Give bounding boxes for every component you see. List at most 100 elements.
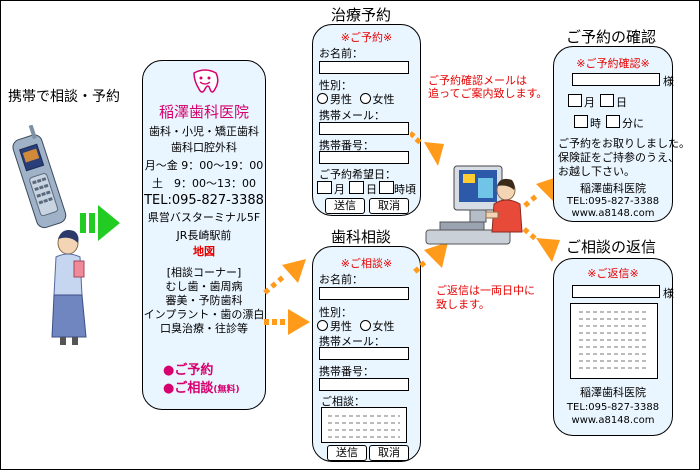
corner-line-3: インプラント・歯の漂白: [143, 308, 265, 321]
consult-cancel-button[interactable]: 取消: [369, 445, 409, 461]
consult-name-label: お名前：: [319, 273, 363, 286]
reserve-name-input[interactable]: [319, 61, 409, 74]
consult-text-label: ご相談：: [321, 395, 365, 408]
confirm-clinic-tel: TEL:095-827-3388: [566, 196, 660, 207]
clinic-hours-saturday: 土 9：00～13：00: [152, 177, 256, 190]
confirm-heading: ご予約の確認: [566, 28, 657, 46]
confirm-day-field: [600, 94, 614, 107]
reserve-note-line-1: ご予約確認メールは: [428, 74, 527, 87]
textarea-placeholder-lines: [328, 415, 400, 438]
clinic-info-card: 稲澤歯科医院 歯科・小児・矯正歯科 歯科口腔外科 月～金 9：00～19：00 …: [142, 60, 266, 410]
reserve-link[interactable]: ●ご予約: [163, 363, 214, 378]
reserve-phone-input[interactable]: [319, 151, 409, 164]
clinic-station: JR長崎駅前: [176, 229, 232, 242]
consult-phone-label: 携帯番号：: [319, 365, 374, 378]
consult-send-button[interactable]: 送信: [327, 445, 367, 461]
corner-line-1: むし歯・歯周病: [165, 280, 243, 293]
reserve-form-card: ※ご予約※ お名前： 性別： 男性 女性 携帯メール： 携帯番号： ご予約希望日…: [312, 24, 421, 216]
reply-card: ※ご返信※ 様 稲澤歯科医院 TEL:095-827-3388 www.a814…: [553, 258, 674, 436]
reserve-female-radio[interactable]: [359, 93, 371, 104]
confirm-name-field: [572, 73, 660, 86]
reserve-month-input[interactable]: [317, 181, 332, 194]
clinic-line-2: 歯科口腔外科: [171, 141, 237, 154]
mobile-phone-icon: [12, 125, 67, 229]
reply-clinic-tel: TEL:095-827-3388: [566, 402, 660, 413]
consult-mail-input[interactable]: [319, 347, 409, 360]
consult-form-card: ※ご相談※ お名前： 性別： 男性 女性 携帯メール： 携帯番号： ご相談： 送…: [312, 246, 421, 462]
reply-name-field: [572, 285, 660, 298]
green-arrow-icon: [80, 205, 120, 241]
reserve-male-radio[interactable]: [317, 93, 328, 104]
confirm-message-1: ご予約をお取りしました。: [558, 137, 690, 150]
reserve-note-line-2: 追ってご案内致します。: [428, 87, 548, 100]
woman-with-phone-figure: [51, 230, 87, 345]
reserve-mail-label: 携帯メール：: [319, 109, 385, 122]
consult-form-heading: 歯科相談: [331, 228, 392, 246]
confirm-minute-unit: 分に: [622, 117, 644, 130]
confirm-clinic-name: 稲澤歯科医院: [580, 182, 646, 195]
consult-link-note: (無料): [213, 385, 240, 395]
corner-line-4: 口臭治療・往診等: [160, 322, 248, 335]
clinic-tel: TEL:095-827-3388: [144, 193, 264, 208]
consult-name-input[interactable]: [319, 287, 409, 300]
consult-mail-label: 携帯メール：: [319, 335, 385, 348]
reply-heading: ご相談の返信: [566, 238, 657, 256]
consult-note-line-2: 致します。: [436, 298, 490, 311]
consult-phone-input[interactable]: [319, 378, 409, 391]
confirm-sama: 様: [663, 75, 674, 88]
confirm-clinic-web: www.a8148.com: [571, 208, 655, 219]
reserve-gender-options: 男性 女性: [317, 91, 395, 107]
left-title: 携帯で相談・予約: [8, 89, 120, 105]
confirm-hour-field: [574, 115, 588, 128]
consult-note-line-1: ご返信は一両日中に: [436, 284, 535, 297]
arrow-consult-to-computer: [413, 242, 448, 274]
reserve-send-button[interactable]: 送信: [325, 198, 365, 214]
tooth-logo-icon: [193, 69, 219, 93]
consult-gender-options: 男性 女性: [317, 318, 395, 334]
clinic-name: 稲澤歯科医院: [158, 103, 249, 121]
confirm-month-unit: 月: [584, 96, 595, 109]
reserve-male-label: 男性: [330, 93, 352, 106]
reserve-day-input[interactable]: [349, 181, 364, 194]
confirm-message-2: 保険証をご持参のうえ、: [558, 151, 679, 164]
corner-line-2: 審美・予防歯科: [165, 294, 243, 307]
consult-gender-label: 性別：: [319, 306, 352, 319]
reserve-name-label: お名前：: [319, 47, 363, 60]
reserve-phone-label: 携帯番号：: [319, 139, 374, 152]
consult-corner-title: [相談コーナー]: [166, 266, 242, 279]
confirm-minute-field: [606, 115, 620, 128]
reply-sama: 様: [663, 287, 674, 300]
reserve-female-label: 女性: [372, 93, 395, 106]
consult-textarea[interactable]: [321, 407, 407, 443]
reserve-month-unit: 月: [334, 183, 345, 196]
reserve-time-input[interactable]: [379, 181, 394, 194]
map-link[interactable]: 地図: [193, 245, 215, 258]
consult-female-radio[interactable]: [359, 320, 371, 331]
reserve-form-title: ※ご予約※: [340, 31, 393, 44]
consult-link-label: ●ご相談: [163, 381, 214, 396]
reply-clinic-name: 稲澤歯科医院: [580, 386, 646, 399]
clinic-address: 県営バスターミナル5F: [147, 211, 261, 224]
reserve-day-unit: 日: [366, 183, 377, 196]
confirm-card: ※ご予約確認※ 様 月 日 時 分に ご予約をお取りしました。 保険証をご持参の…: [553, 46, 690, 222]
consult-male-radio[interactable]: [317, 320, 328, 331]
arrow-reserve-to-computer: [410, 131, 444, 166]
confirm-title: ※ご予約確認※: [576, 57, 650, 70]
reserve-cancel-button[interactable]: 取消: [369, 198, 409, 214]
consult-female-label: 女性: [372, 320, 395, 333]
reply-message-box: [570, 303, 658, 379]
arrow-computer-to-reply: [522, 227, 560, 262]
confirm-hour-unit: 時: [590, 117, 601, 130]
reserve-mail-input[interactable]: [319, 122, 409, 135]
confirm-month-field: [568, 94, 582, 107]
reply-title: ※ご返信※: [587, 267, 639, 280]
consult-male-label: 男性: [330, 320, 352, 333]
consult-link[interactable]: ●ご相談(無料): [163, 377, 240, 396]
clinic-line-1: 歯科・小児・矯正歯科: [149, 125, 259, 138]
confirm-message-3: お越し下さい。: [558, 165, 635, 178]
reply-clinic-web: www.a8148.com: [571, 415, 655, 426]
confirm-day-unit: 日: [616, 96, 627, 109]
clinic-hours-weekday: 月～金 9：00～19：00: [144, 159, 264, 172]
consult-form-title: ※ご相談※: [340, 257, 393, 270]
reply-message-lines: [579, 311, 649, 369]
